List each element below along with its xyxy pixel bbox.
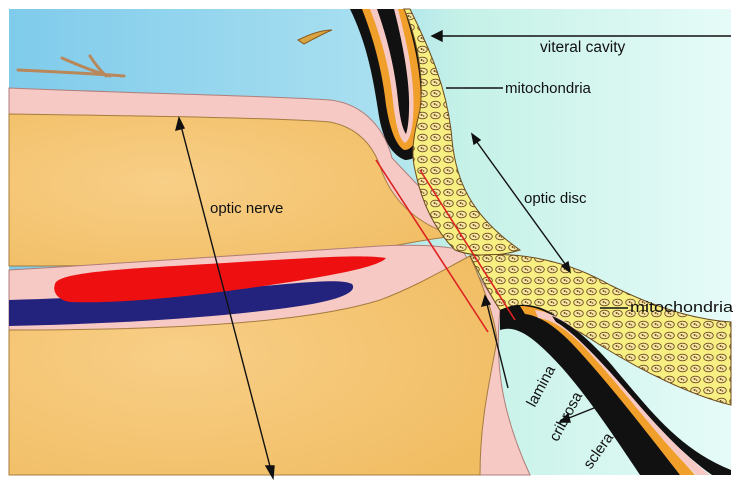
label-optic-disc: optic disc: [524, 190, 587, 207]
label-mitochondria-right: mitochondria: [630, 299, 734, 316]
label-optic-nerve: optic nerve: [210, 200, 283, 217]
label-vitreal-cavity: viteral cavity: [540, 39, 626, 56]
label-mitochondria-top: mitochondria: [505, 80, 592, 97]
